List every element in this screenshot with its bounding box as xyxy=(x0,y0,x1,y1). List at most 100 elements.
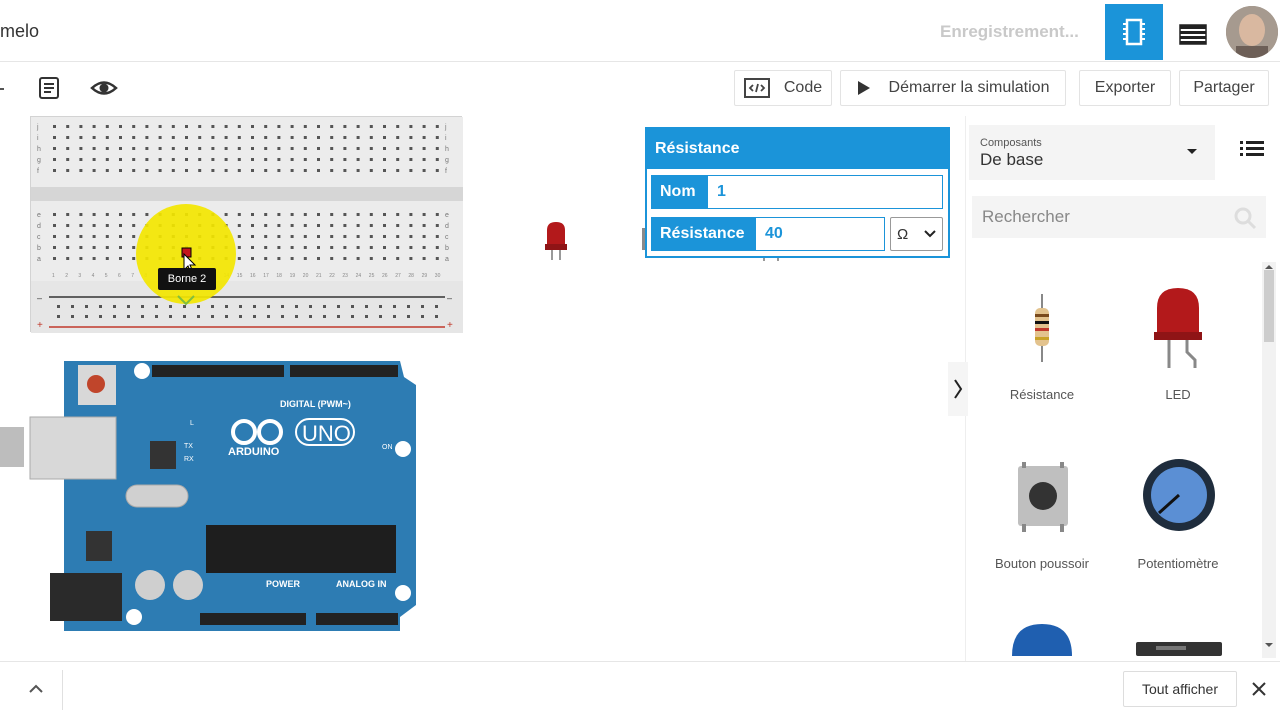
breadboard-hole[interactable] xyxy=(132,235,136,238)
breadboard-hole[interactable] xyxy=(317,213,320,216)
rail-hole[interactable] xyxy=(141,305,144,308)
breadboard-hole[interactable] xyxy=(132,257,136,260)
rail-hole[interactable] xyxy=(127,315,130,318)
breadboard-hole[interactable] xyxy=(396,224,400,227)
breadboard-hole[interactable] xyxy=(237,213,241,216)
breadboard-hole[interactable] xyxy=(277,125,281,128)
breadboard-hole[interactable] xyxy=(383,136,386,139)
rail-hole[interactable] xyxy=(197,315,200,318)
rail-hole[interactable] xyxy=(421,305,424,308)
list-view-icon[interactable] xyxy=(1240,140,1264,158)
breadboard-hole[interactable] xyxy=(396,257,400,260)
rail-hole[interactable] xyxy=(309,305,312,308)
led-thumbnail[interactable] xyxy=(1153,286,1203,370)
component-thumbnail-partial-2[interactable] xyxy=(1136,640,1222,656)
back-arrow-icon[interactable] xyxy=(0,84,6,94)
breadboard-hole[interactable] xyxy=(132,246,136,249)
breadboard-hole[interactable] xyxy=(53,125,56,128)
rail-hole[interactable] xyxy=(421,315,424,318)
breadboard-hole[interactable] xyxy=(330,246,334,249)
breadboard-hole[interactable] xyxy=(53,136,56,139)
breadboard-hole[interactable] xyxy=(53,246,56,249)
breadboard-hole[interactable] xyxy=(105,147,109,150)
breadboard-hole[interactable] xyxy=(343,125,347,128)
panel-scroll-thumb[interactable] xyxy=(1264,270,1274,342)
breadboard-hole[interactable] xyxy=(264,246,268,249)
breadboard-hole[interactable] xyxy=(251,169,254,172)
breadboard-hole[interactable] xyxy=(158,125,162,128)
breadboard-hole[interactable] xyxy=(383,125,386,128)
breadboard-hole[interactable] xyxy=(409,257,413,260)
rail-hole[interactable] xyxy=(379,315,382,318)
scroll-down-arrow-icon[interactable] xyxy=(1264,642,1274,648)
rail-hole[interactable] xyxy=(211,305,214,308)
resistance-input[interactable]: 40 xyxy=(755,217,885,251)
breadboard-hole[interactable] xyxy=(396,246,400,249)
breadboard-hole[interactable] xyxy=(132,125,136,128)
push-button-thumbnail[interactable] xyxy=(1014,462,1072,532)
rail-hole[interactable] xyxy=(71,315,74,318)
breadboard-hole[interactable] xyxy=(369,224,373,227)
breadboard-hole[interactable] xyxy=(171,158,175,161)
rail-hole[interactable] xyxy=(211,315,214,318)
breadboard-hole[interactable] xyxy=(290,246,294,249)
breadboard-hole[interactable] xyxy=(119,224,122,227)
breadboard-hole[interactable] xyxy=(356,125,360,128)
breadboard-hole[interactable] xyxy=(317,246,320,249)
breadboard-hole[interactable] xyxy=(356,158,360,161)
breadboard-hole[interactable] xyxy=(330,169,334,172)
breadboard-hole[interactable] xyxy=(356,169,360,172)
breadboard-hole[interactable] xyxy=(105,158,109,161)
breadboard-hole[interactable] xyxy=(158,147,162,150)
breadboard-hole[interactable] xyxy=(383,158,386,161)
breadboard-hole[interactable] xyxy=(356,257,360,260)
breadboard-hole[interactable] xyxy=(383,257,386,260)
breadboard-hole[interactable] xyxy=(66,257,70,260)
breadboard-hole[interactable] xyxy=(303,125,307,128)
breadboard-hole[interactable] xyxy=(237,158,241,161)
breadboard-hole[interactable] xyxy=(66,213,70,216)
breadboard-hole[interactable] xyxy=(303,257,307,260)
breadboard-hole[interactable] xyxy=(317,136,320,139)
breadboard-hole[interactable] xyxy=(171,125,175,128)
breadboard-hole[interactable] xyxy=(79,147,83,150)
breadboard-hole[interactable] xyxy=(79,246,83,249)
breadboard-hole[interactable] xyxy=(171,147,175,150)
breadboard-hole[interactable] xyxy=(317,235,320,238)
breadboard-hole[interactable] xyxy=(435,125,439,128)
export-button[interactable]: Exporter xyxy=(1079,70,1171,106)
start-simulation-button[interactable]: Démarrer la simulation xyxy=(840,70,1066,106)
breadboard-hole[interactable] xyxy=(251,125,254,128)
rail-hole[interactable] xyxy=(197,305,200,308)
breadboard-hole[interactable] xyxy=(396,169,400,172)
breadboard-hole[interactable] xyxy=(383,213,386,216)
breadboard-hole[interactable] xyxy=(119,235,122,238)
breadboard-hole[interactable] xyxy=(79,158,83,161)
breadboard-hole[interactable] xyxy=(422,147,426,150)
panel-scrollbar[interactable] xyxy=(1262,262,1276,658)
breadboard-hole[interactable] xyxy=(422,213,426,216)
breadboard-hole[interactable] xyxy=(290,257,294,260)
rail-hole[interactable] xyxy=(267,305,270,308)
breadboard-hole[interactable] xyxy=(422,125,426,128)
rail-hole[interactable] xyxy=(85,305,88,308)
rail-hole[interactable] xyxy=(127,305,130,308)
breadboard-hole[interactable] xyxy=(251,246,254,249)
rail-hole[interactable] xyxy=(365,305,368,308)
breadboard-hole[interactable] xyxy=(105,246,109,249)
breadboard-hole[interactable] xyxy=(66,158,70,161)
chevron-up-icon[interactable] xyxy=(29,684,43,694)
breadboard-hole[interactable] xyxy=(330,136,334,139)
rail-hole[interactable] xyxy=(323,305,326,308)
breadboard-hole[interactable] xyxy=(422,246,426,249)
breadboard-hole[interactable] xyxy=(343,224,347,227)
led-component[interactable] xyxy=(544,220,570,262)
breadboard-hole[interactable] xyxy=(435,213,439,216)
breadboard-hole[interactable] xyxy=(224,136,228,139)
breadboard-hole[interactable] xyxy=(383,147,386,150)
breadboard-hole[interactable] xyxy=(237,169,241,172)
breadboard-hole[interactable] xyxy=(435,246,439,249)
breadboard-hole[interactable] xyxy=(369,257,373,260)
breadboard-hole[interactable] xyxy=(79,224,83,227)
rail-hole[interactable] xyxy=(57,315,60,318)
